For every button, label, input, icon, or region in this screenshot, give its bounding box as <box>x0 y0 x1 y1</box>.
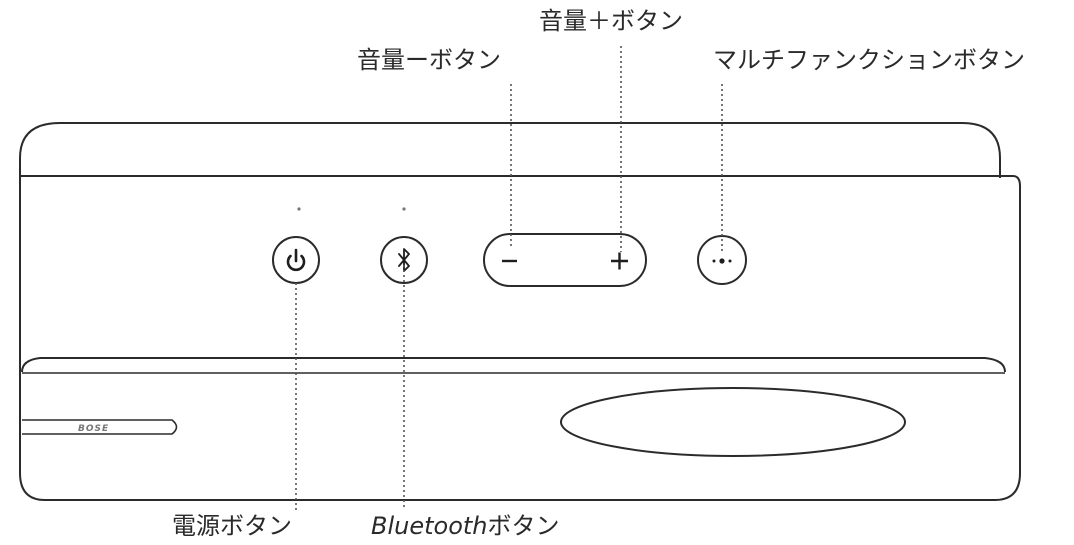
label-bluetooth-name: Bluetooth <box>371 512 488 540</box>
label-bluetooth: Bluetoothボタン <box>371 511 560 541</box>
power-icon <box>286 248 306 272</box>
label-volume-up: 音量＋ボタン <box>539 7 683 35</box>
label-volume-down: 音量ーボタン <box>357 46 501 74</box>
label-bluetooth-suffix: ボタン <box>487 512 560 540</box>
label-multifunction: マルチファンクションボタン <box>713 46 1025 74</box>
power-indicator-light <box>297 207 301 211</box>
bluetooth-icon <box>398 248 410 272</box>
volume-button-shape <box>483 233 647 287</box>
plus-icon <box>611 252 628 270</box>
ellipsis-icon <box>712 258 732 264</box>
speaker-body <box>19 175 1021 501</box>
label-power: 電源ボタン <box>172 512 292 540</box>
bluetooth-indicator-light <box>402 207 406 211</box>
speaker-top-shell <box>19 122 1001 178</box>
bluetooth-button-shape <box>380 236 428 284</box>
speaker-grille <box>21 357 1006 373</box>
bose-logo: BOSE <box>78 424 109 434</box>
speaker-oval-panel <box>560 387 906 457</box>
brand-plate <box>22 419 178 435</box>
